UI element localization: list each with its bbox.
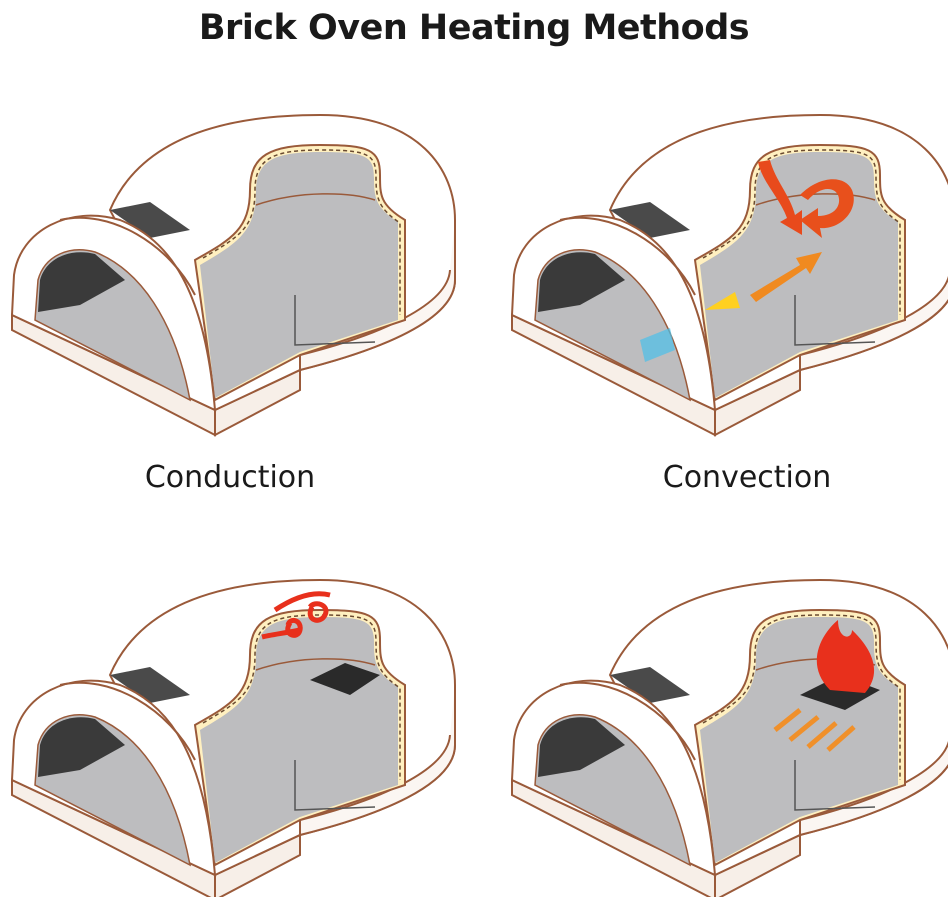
heat-rays-icon — [773, 708, 856, 752]
hot-air-flow-arrows-icon — [705, 160, 854, 310]
logs-icon — [310, 663, 380, 695]
combined-oven-illustration — [511, 579, 948, 897]
fire-icon — [816, 620, 875, 693]
radiation-oven-illustration — [11, 579, 456, 897]
radiant-heat-swirl-icon — [261, 591, 331, 640]
convection-oven-illustration — [508, 114, 948, 436]
conduction-oven-illustration — [11, 114, 456, 436]
panel-label-convection: Convection — [662, 460, 832, 495]
panel-label-conduction: Conduction — [144, 460, 316, 495]
page-title: Brick Oven Heating Methods — [198, 8, 750, 48]
